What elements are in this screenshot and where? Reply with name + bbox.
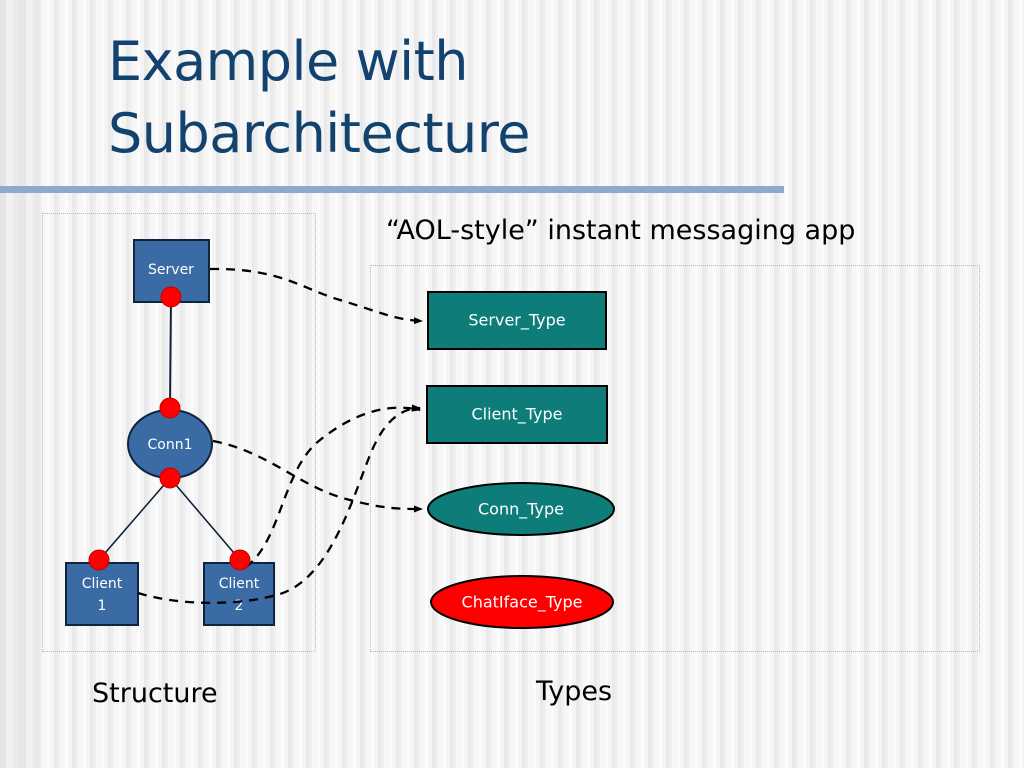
link-server-conn1 xyxy=(169,296,172,409)
node-client-type-label: Client_Type xyxy=(471,405,562,425)
node-client2-label-line2: 2 xyxy=(235,598,244,614)
port-conn1-top[interactable] xyxy=(159,397,181,419)
node-client-type[interactable]: Client_Type xyxy=(426,385,608,444)
node-server-type[interactable]: Server_Type xyxy=(427,291,607,350)
structure-ports xyxy=(88,286,251,571)
node-client2-shape[interactable] xyxy=(203,562,275,626)
node-client2-label-line1: Client xyxy=(219,576,260,592)
type-mapping-edges xyxy=(137,267,423,604)
node-conn1[interactable]: Conn1 xyxy=(127,409,213,479)
title-divider xyxy=(0,186,784,193)
background-stripe-band xyxy=(0,0,40,768)
node-conn-type-label: Conn_Type xyxy=(478,500,564,520)
caption-types: Types xyxy=(536,676,613,707)
caption-structure: Structure xyxy=(92,678,218,709)
node-chatiface-type[interactable]: ChatIface_Type xyxy=(430,575,614,629)
page-title: Example with Subarchitecture xyxy=(108,30,531,165)
node-client1[interactable]: Client 1 xyxy=(65,562,139,626)
subtitle-text: “AOL-style” instant messaging app xyxy=(386,215,856,246)
port-conn1-bottom[interactable] xyxy=(159,467,181,489)
link-conn1-client2 xyxy=(169,477,241,561)
node-client-type-shape[interactable] xyxy=(426,385,608,444)
node-client1-shape[interactable] xyxy=(65,562,139,626)
port-client2-top[interactable] xyxy=(229,549,251,571)
node-conn1-label: Conn1 xyxy=(148,437,193,453)
node-server-type-label: Server_Type xyxy=(468,311,565,331)
node-server-label: Server xyxy=(148,262,194,278)
node-client1-label-line2: 1 xyxy=(98,598,107,614)
link-conn1-client1 xyxy=(98,477,171,561)
node-server-type-shape[interactable] xyxy=(427,291,607,350)
structure-panel xyxy=(42,213,316,652)
types-nodes: Server_Type Client_Type Conn_Type ChatIf… xyxy=(426,291,615,629)
port-client1-top[interactable] xyxy=(88,549,110,571)
node-client1-label-line1: Client xyxy=(82,576,123,592)
node-chatiface-type-label: ChatIface_Type xyxy=(462,593,583,613)
types-panel xyxy=(370,265,980,652)
edge-server-to-server-type xyxy=(209,267,423,325)
edge-client1-to-client-type xyxy=(137,404,421,604)
node-conn-type-shape[interactable] xyxy=(427,482,615,536)
edge-client2-to-client-type xyxy=(245,404,421,568)
port-server-bottom[interactable] xyxy=(160,286,182,308)
edge-conn1-to-conn-type xyxy=(212,439,423,513)
structure-links xyxy=(98,296,241,561)
node-conn-type[interactable]: Conn_Type xyxy=(427,482,615,536)
node-chatiface-type-shape[interactable] xyxy=(430,575,614,629)
node-client2[interactable]: Client 2 xyxy=(203,562,275,626)
